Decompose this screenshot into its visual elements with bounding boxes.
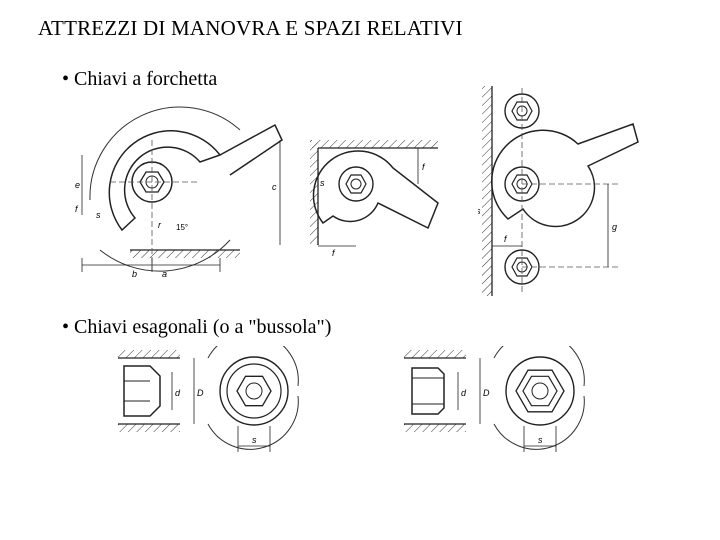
label-D: D (483, 388, 490, 398)
socket-section (123, 365, 161, 417)
label-a: a (162, 269, 167, 279)
label-r: r (158, 220, 162, 230)
socket-front-outer (505, 356, 575, 426)
label-d: d (461, 388, 467, 398)
label-s: s (320, 178, 325, 188)
label-f: f (504, 234, 508, 244)
socket-wrench-left-figure: d D s (118, 346, 299, 452)
wrench-outline (312, 150, 439, 230)
nut-outline (338, 166, 374, 202)
label-D: D (197, 388, 204, 398)
label-e: e (75, 180, 80, 190)
label-d: d (175, 388, 181, 398)
nut-hex (345, 174, 367, 194)
socket-front-outer (219, 356, 289, 426)
slide-title: ATTREZZI DI MANOVRA E SPAZI RELATIVI (38, 16, 463, 40)
label-f: f (75, 204, 79, 214)
bullet-socket-wrenches: • Chiavi esagonali (o a "bussola") (62, 316, 332, 338)
corner-wrench-figure: s f f (310, 140, 439, 258)
socket-front-hex-inner (522, 375, 558, 407)
wall-hatch-horizontal (310, 140, 438, 148)
wall-hatch (482, 86, 492, 296)
socket-wrench-right-figure: d D s (404, 346, 585, 452)
label-c: c (272, 182, 277, 192)
ground-hatch (130, 250, 240, 258)
label-f-horizontal: f (332, 248, 336, 258)
label-s: s (478, 206, 481, 216)
adjacent-nuts-figure: s f g (478, 86, 639, 296)
label-s: s (252, 435, 257, 445)
label-s: s (96, 210, 101, 220)
label-angle: 15° (176, 223, 188, 232)
socket-front-hex-outer (515, 369, 565, 413)
socket-front-hex (236, 375, 272, 407)
label-g: g (612, 222, 617, 232)
socket-section (411, 367, 445, 415)
bullet-open-end-wrenches: • Chiavi a forchetta (62, 68, 218, 90)
wrench-outline (490, 123, 639, 228)
open-end-wrench-figure: e f s c b a r 15° (75, 106, 283, 279)
label-f-vertical: f (422, 162, 426, 172)
label-b: b (132, 269, 137, 279)
label-s: s (538, 435, 543, 445)
wrench-head (108, 130, 222, 232)
wrench-handle (219, 123, 283, 176)
